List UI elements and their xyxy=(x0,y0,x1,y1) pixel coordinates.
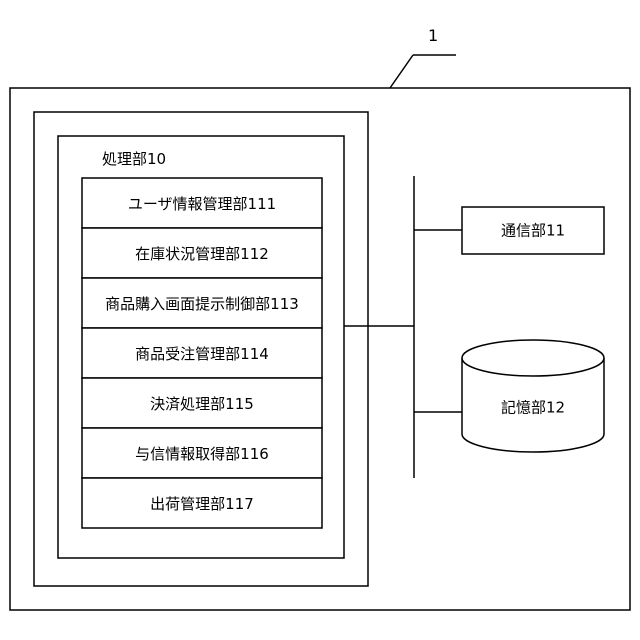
module-label: 商品購入画面提示制御部113 xyxy=(82,278,322,328)
storage-cylinder xyxy=(462,340,604,452)
storage-unit-label: 記憶部12 xyxy=(501,401,565,416)
processing-unit-label: 処理部10 xyxy=(102,152,166,167)
module-label: 在庫状況管理部112 xyxy=(82,228,322,278)
module-label: 商品受注管理部114 xyxy=(82,328,322,378)
module-label: 決済処理部115 xyxy=(82,378,322,428)
system-reference-numeral: 1 xyxy=(428,28,438,44)
storage-cylinder-top xyxy=(462,340,604,376)
module-label: ユーザ情報管理部111 xyxy=(82,178,322,228)
module-label: 与信情報取得部116 xyxy=(82,428,322,478)
module-label: 出荷管理部117 xyxy=(82,478,322,528)
reference-leader-line xyxy=(390,55,413,88)
communication-unit-label: 通信部11 xyxy=(501,224,565,239)
